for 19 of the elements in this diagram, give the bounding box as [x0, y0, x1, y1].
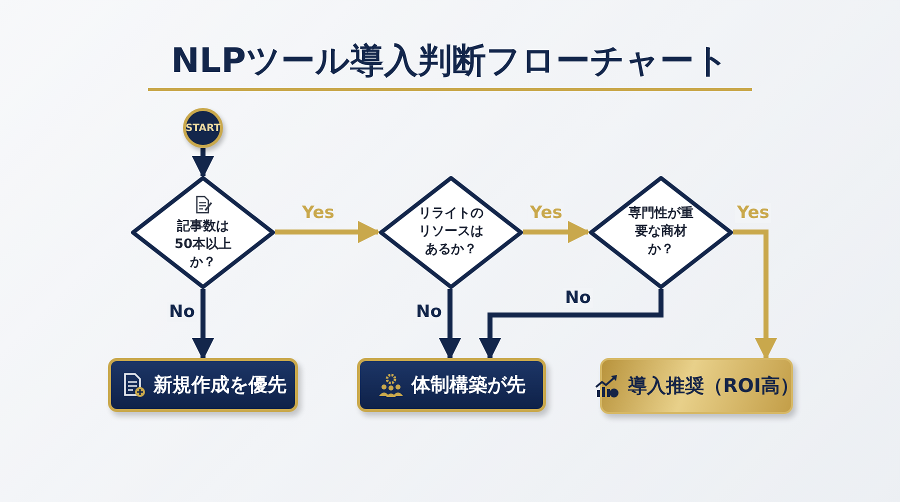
decision-diamond	[130, 175, 276, 290]
result-text: 体制構築が先	[412, 373, 526, 398]
question-text: 専門性が重要な商材か？	[628, 205, 694, 259]
question-text: 記事数は50本以上か？	[173, 218, 233, 272]
arrow	[523, 220, 590, 244]
result-box	[357, 358, 546, 412]
result-box	[108, 358, 298, 412]
arrow	[192, 148, 214, 178]
arrow	[192, 289, 214, 360]
arrow	[733, 230, 778, 360]
arrow	[478, 289, 664, 360]
decision-diamond	[378, 175, 524, 290]
arrow	[438, 289, 462, 360]
title: NLPツール導入判断フローチャート	[170, 40, 730, 83]
decision-diamond	[588, 175, 734, 290]
question-text: リライトのリソースはあるか？	[418, 205, 484, 259]
arrow	[275, 220, 380, 244]
result-text: 新規作成を優先	[154, 373, 286, 398]
result-text: 導入推奨（ROI高）	[628, 374, 799, 399]
